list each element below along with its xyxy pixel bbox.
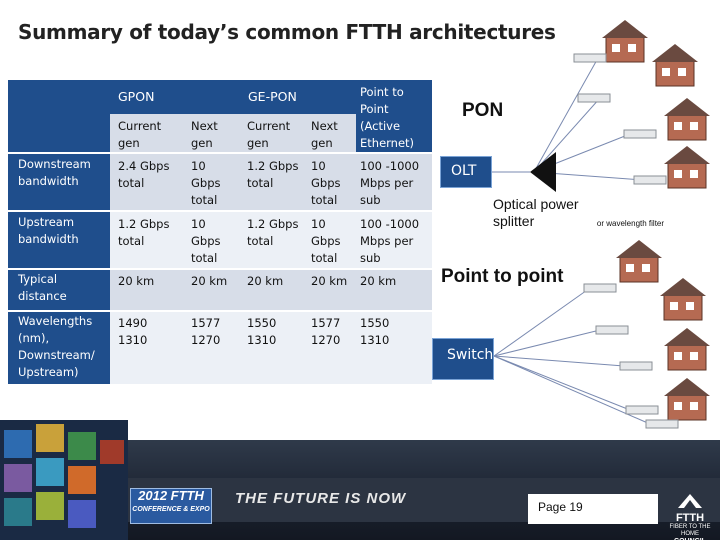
row-label-wavelengths: Wavelengths (nm), Downstream/ Upstream) [18, 314, 95, 379]
ptp-fibers [493, 287, 651, 425]
divider [8, 210, 432, 212]
table-cell: 100 -1000 Mbps per sub [360, 159, 420, 207]
expo-line1: 2012 FTTH [138, 488, 204, 503]
table-cell: 10 Gbps total [191, 159, 221, 207]
table-cell: 2.4 Gbps total [118, 159, 170, 190]
council-logo: FTTH FIBER TO THE HOME COUNCIL AMERICAS [664, 494, 716, 551]
table-cell: 10 Gbps total [311, 159, 341, 207]
council-small: FIBER TO THE HOME [669, 524, 711, 537]
splitter-note: or wavelength filter [596, 219, 665, 228]
table-cell: 20 km [191, 274, 228, 288]
pon-fibers [492, 57, 643, 181]
table-cell: 1550 1310 [247, 316, 277, 347]
ont-icon [577, 93, 611, 103]
group-gpon: GPON [118, 89, 155, 104]
expo-logo: 2012 FTTH CONFERENCE & EXPO [130, 488, 212, 524]
subheader-gepon-next: Next gen [311, 119, 338, 150]
house-icon [616, 240, 662, 283]
ont-icon [619, 361, 653, 371]
ont-device-icons [573, 53, 679, 429]
house-icon [664, 328, 710, 371]
expo-line2: CONFERENCE & EXPO [132, 506, 210, 513]
row-label-downstream: Downstream bandwidth [18, 157, 91, 188]
house-icon [664, 146, 710, 189]
council-peak-icon [678, 494, 702, 508]
ont-icon [625, 405, 659, 415]
switch-box: Switch [432, 338, 494, 380]
ont-icon [645, 419, 679, 429]
group-ptp: Point to Point (Active Ethernet) [360, 85, 415, 150]
table-cell: 1577 1270 [311, 316, 341, 347]
house-icon [652, 44, 698, 87]
council-region: AMERICAS [674, 545, 706, 551]
table-cell: 20 km [118, 274, 155, 288]
divider [8, 268, 432, 270]
divider [8, 310, 432, 312]
slide-title: Summary of today’s common FTTH architect… [18, 20, 556, 44]
divider [8, 152, 432, 154]
network-diagram [492, 20, 710, 429]
table-cell: 1.2 Gbps total [118, 217, 170, 248]
page-number: Page 19 [538, 500, 583, 514]
row-label-distance: Typical distance [18, 272, 67, 303]
tagline: THE FUTURE IS NOW [235, 490, 407, 507]
house-icon [660, 278, 706, 321]
splitter-text: Optical power splitter [493, 196, 579, 229]
table-cell: 1.2 Gbps total [247, 159, 299, 190]
splitter-label: Optical power splitter or wavelength fil… [493, 196, 664, 232]
table-cell: 20 km [311, 274, 348, 288]
house-icon [602, 20, 648, 63]
row-label-upstream: Upstream bandwidth [18, 215, 79, 246]
ont-icon [583, 283, 617, 293]
council-word: COUNCIL [674, 538, 706, 545]
ptp-header-bg [356, 80, 432, 152]
group-gepon: GE-PON [248, 89, 297, 104]
table-cell: 20 km [247, 274, 284, 288]
subheader-band [110, 114, 356, 152]
ont-icon [595, 325, 629, 335]
table-cell: 1577 1270 [191, 316, 221, 347]
council-big: FTTH [675, 512, 705, 524]
table-cell: 1550 1310 [360, 316, 390, 347]
table-cell: 20 km [360, 274, 397, 288]
ont-icon [573, 53, 607, 63]
table-cell: 10 Gbps total [191, 217, 221, 265]
house-icons [602, 20, 710, 421]
table-cell: 10 Gbps total [311, 217, 341, 265]
ont-icon [623, 129, 657, 139]
subheader-gpon-next: Next gen [191, 119, 218, 150]
subheader-gpon-current: Current gen [118, 119, 162, 150]
olt-box: OLT [440, 156, 492, 188]
table-cell: 1490 1310 [118, 316, 148, 347]
splitter-icon [530, 152, 556, 192]
subheader-gepon-current: Current gen [247, 119, 291, 150]
house-icon [664, 98, 710, 141]
ont-icon [633, 175, 667, 185]
table-cell: 1.2 Gbps total [247, 217, 299, 248]
photo-mosaic-image [0, 420, 128, 540]
ptp-label: Point to point [441, 266, 564, 287]
house-icon [664, 378, 710, 421]
table-cell: 100 -1000 Mbps per sub [360, 217, 420, 265]
pon-label: PON [462, 100, 504, 121]
page-number-box [528, 494, 658, 524]
